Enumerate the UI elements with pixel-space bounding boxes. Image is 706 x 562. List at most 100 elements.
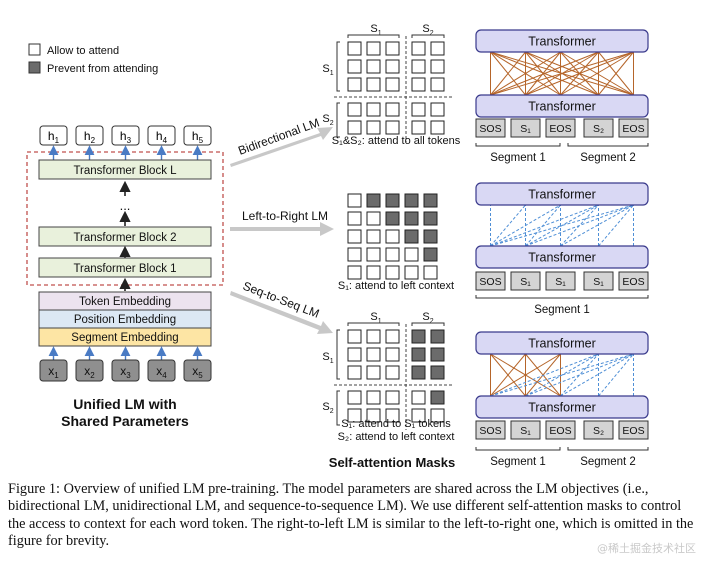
mask-cell-allowed bbox=[430, 41, 445, 56]
output-tokens: h1 h2 h3 h4 h5 bbox=[39, 125, 212, 146]
mask-cell-blocked bbox=[404, 229, 419, 244]
mask-cell-allowed bbox=[366, 365, 381, 380]
bidirectional-top-transformer bbox=[475, 29, 649, 53]
mask-cell-allowed bbox=[347, 347, 362, 362]
s2s-top-transformer bbox=[475, 331, 649, 355]
attention-edge bbox=[490, 51, 599, 96]
mask-cell-allowed bbox=[411, 390, 426, 405]
attention-edge bbox=[598, 353, 634, 397]
attention-edge bbox=[525, 204, 599, 247]
mask-cell-blocked bbox=[430, 329, 445, 344]
ltr-bottom-transformer-label: Transformer bbox=[528, 251, 596, 265]
mask-col-label-s2: S2 bbox=[422, 23, 433, 37]
legend: Allow to attend Prevent from attending bbox=[28, 43, 158, 75]
left-to-right-mask bbox=[347, 193, 438, 280]
mask-cell-allowed bbox=[385, 77, 400, 92]
attention-edge bbox=[525, 51, 561, 96]
mask-cell-allowed bbox=[347, 193, 362, 208]
mask-cell-allowed bbox=[411, 77, 426, 92]
left-to-right-lm-label: Left-to-Right LM bbox=[242, 209, 328, 223]
attention-edge bbox=[525, 353, 599, 397]
input-arrows bbox=[48, 346, 203, 360]
mask-cell-allowed bbox=[385, 408, 400, 423]
mask-cell-allowed bbox=[347, 120, 362, 135]
ltr-token-label: S₁ bbox=[520, 276, 531, 288]
attention-edge bbox=[525, 353, 561, 397]
input-x3: x3 bbox=[111, 359, 140, 382]
bidirectional-token-label: EOS bbox=[549, 123, 571, 135]
mask-cell-blocked bbox=[423, 193, 438, 208]
mask-cell-allowed bbox=[385, 390, 400, 405]
mask-cell-allowed bbox=[366, 390, 381, 405]
left-to-right-mask-caption: S₁: attend to left context bbox=[338, 280, 454, 292]
mask-cell-allowed bbox=[430, 77, 445, 92]
unified-lm-title-line1: Unified LM with bbox=[73, 396, 176, 412]
s2s-token-label: EOS bbox=[549, 425, 571, 437]
s2s-segment-2-label: Segment 2 bbox=[580, 456, 636, 468]
attention-edge bbox=[560, 204, 634, 247]
mask-cell-allowed bbox=[347, 365, 362, 380]
s2s-token-box bbox=[475, 420, 506, 440]
mask-cell-allowed bbox=[366, 211, 381, 226]
bidirectional-token-box bbox=[583, 118, 614, 138]
seq-to-seq-mask-caption-1: S₁: attend to S₁ tokens bbox=[341, 418, 451, 430]
ltr-token-label: S₁ bbox=[555, 276, 566, 288]
transformer-block-1-label: Transformer Block 1 bbox=[73, 263, 176, 275]
s2s-source-edges bbox=[490, 353, 561, 397]
mask-cell-allowed bbox=[404, 265, 419, 280]
mask-cell-blocked bbox=[430, 390, 445, 405]
position-embedding-label: Position Embedding bbox=[74, 314, 176, 326]
mask-col-label-s1: S1 bbox=[370, 311, 381, 325]
mask-bracket bbox=[336, 41, 340, 92]
s2s-token-box bbox=[510, 420, 541, 440]
bidirectional-segment-2-bracket bbox=[567, 143, 649, 147]
mask-cell-allowed bbox=[347, 229, 362, 244]
attention-edge bbox=[560, 204, 599, 247]
mask-cell-allowed bbox=[347, 41, 362, 56]
svg-text:x5: x5 bbox=[192, 364, 203, 380]
mask-cell-allowed bbox=[347, 390, 362, 405]
attention-edge bbox=[525, 51, 634, 96]
svg-text:h2: h2 bbox=[84, 129, 96, 145]
mask-cell-allowed bbox=[385, 329, 400, 344]
bidirectional-token-box bbox=[618, 118, 649, 138]
mask-cell-allowed bbox=[385, 102, 400, 117]
attention-edge bbox=[490, 353, 526, 397]
attention-edge bbox=[490, 353, 599, 397]
mask-cell-allowed bbox=[423, 265, 438, 280]
mask-cell-blocked bbox=[423, 247, 438, 262]
self-attention-masks-title: Self-attention Masks bbox=[329, 455, 455, 470]
ltr-token-label: EOS bbox=[622, 276, 644, 288]
ltr-token-box bbox=[545, 271, 576, 291]
svg-text:x4: x4 bbox=[156, 364, 167, 380]
mask-cell-allowed bbox=[347, 59, 362, 74]
legend-prevent-label: Prevent from attending bbox=[47, 63, 158, 75]
output-h2: h2 bbox=[75, 125, 104, 146]
mask-row-label-s1: S1 bbox=[322, 351, 333, 365]
mask-cell-blocked bbox=[411, 347, 426, 362]
attention-edge bbox=[560, 353, 634, 397]
bidirectional-token-box bbox=[475, 118, 506, 138]
mask-cell-allowed bbox=[366, 329, 381, 344]
attention-edge bbox=[560, 353, 599, 397]
bidirectional-segment-2-label: Segment 2 bbox=[580, 152, 636, 164]
input-x5: x5 bbox=[183, 359, 212, 382]
bidirectional-segment-1-label: Segment 1 bbox=[490, 152, 546, 164]
s2s-token-box bbox=[545, 420, 576, 440]
mask-row-label-s2: S2 bbox=[322, 401, 333, 415]
svg-text:h3: h3 bbox=[120, 129, 132, 145]
mask-cell-allowed bbox=[366, 347, 381, 362]
mask-bracket bbox=[347, 34, 400, 38]
objective-arrows: Bidirectional LM Left-to-Right LM Seq-to… bbox=[230, 115, 334, 334]
bidirectional-bottom-transformer-label: Transformer bbox=[528, 100, 596, 114]
svg-text:x3: x3 bbox=[120, 364, 131, 380]
output-h5: h5 bbox=[183, 125, 212, 146]
mask-cell-allowed bbox=[347, 329, 362, 344]
attention-edge bbox=[490, 204, 526, 247]
mask-cell-allowed bbox=[347, 211, 362, 226]
mask-cell-allowed bbox=[430, 408, 445, 423]
svg-text:x2: x2 bbox=[84, 364, 95, 380]
mask-col-label-s1: S1 bbox=[370, 23, 381, 37]
mask-cell-allowed bbox=[430, 120, 445, 135]
